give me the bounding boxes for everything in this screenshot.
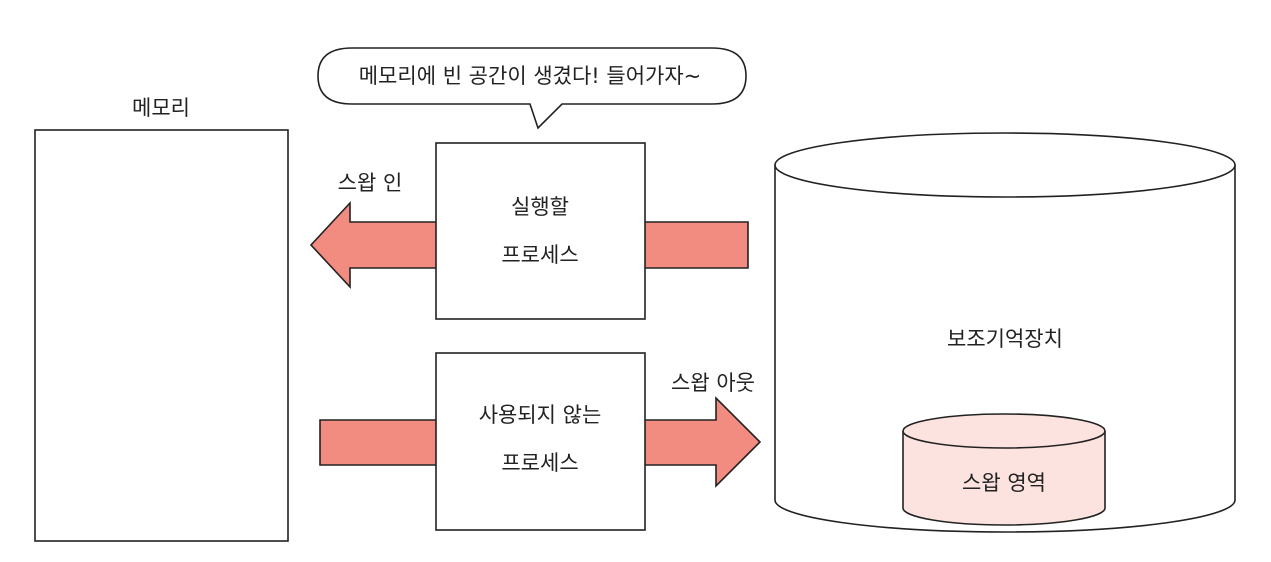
speech-bubble-shape bbox=[317, 47, 747, 130]
unused-process-rect bbox=[435, 352, 646, 531]
unused-process-box: 사용되지 않는 프로세스 bbox=[435, 352, 646, 531]
unused-process-line1: 사용되지 않는 bbox=[479, 403, 602, 427]
process-to-run-rect bbox=[435, 142, 646, 320]
process-to-run-line2: 프로세스 bbox=[501, 243, 578, 267]
memory-box bbox=[34, 129, 289, 542]
secondary-storage-cylinder: 보조기억장치 bbox=[774, 132, 1236, 533]
swap-area-label: 스왑 영역 bbox=[962, 471, 1046, 495]
memory-label: 메모리 bbox=[132, 96, 190, 120]
unused-process-line2: 프로세스 bbox=[501, 451, 578, 475]
storage-top bbox=[774, 132, 1236, 198]
swap-in-label: 스왑 인 bbox=[338, 171, 403, 195]
speech-bubble-text: 메모리에 빈 공간이 생겼다! 들어가자~ bbox=[359, 64, 702, 88]
swap-out-label: 스왑 아웃 bbox=[671, 371, 755, 395]
storage-body bbox=[774, 165, 1236, 533]
swap-area-body bbox=[902, 431, 1106, 526]
speech-bubble: 메모리에 빈 공간이 생겼다! 들어가자~ bbox=[317, 47, 747, 130]
swap-area-top bbox=[902, 413, 1106, 449]
process-to-run-line1: 실행할 bbox=[511, 195, 569, 219]
process-to-run-box: 실행할 프로세스 bbox=[435, 142, 646, 320]
swap-area-cylinder: 스왑 영역 bbox=[902, 413, 1106, 526]
storage-label: 보조기억장치 bbox=[947, 327, 1063, 351]
